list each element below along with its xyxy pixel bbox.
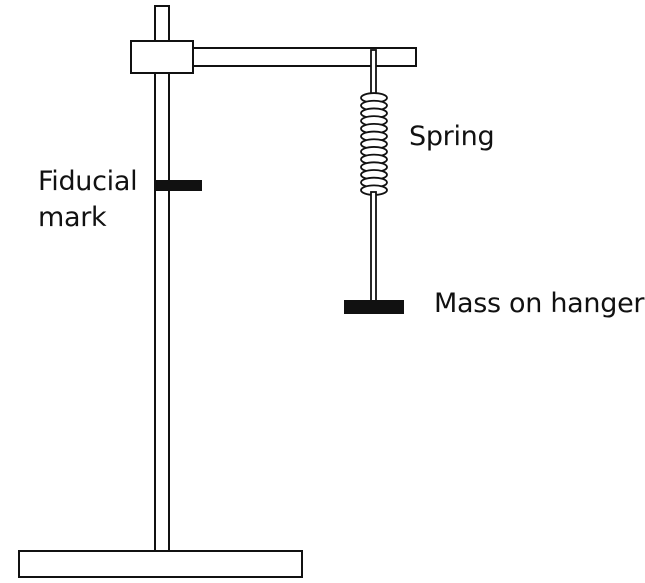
spring-coil — [360, 92, 388, 196]
clamp-boss — [130, 40, 194, 74]
mass-on-hanger-label: Mass on hanger — [434, 288, 645, 319]
upper-wire — [370, 49, 377, 95]
fiducial-mark — [155, 180, 202, 191]
spring-label: Spring — [409, 121, 495, 152]
fiducial-label-line2: mark — [38, 202, 107, 233]
stand-rod — [154, 5, 170, 552]
horizontal-arm — [191, 47, 417, 67]
fiducial-mark-label: Fiducial mark — [38, 164, 138, 236]
mass-block — [344, 300, 404, 314]
fiducial-label-line1: Fiducial — [38, 166, 138, 197]
hanger-rod — [370, 191, 377, 302]
stand-base — [18, 550, 303, 578]
